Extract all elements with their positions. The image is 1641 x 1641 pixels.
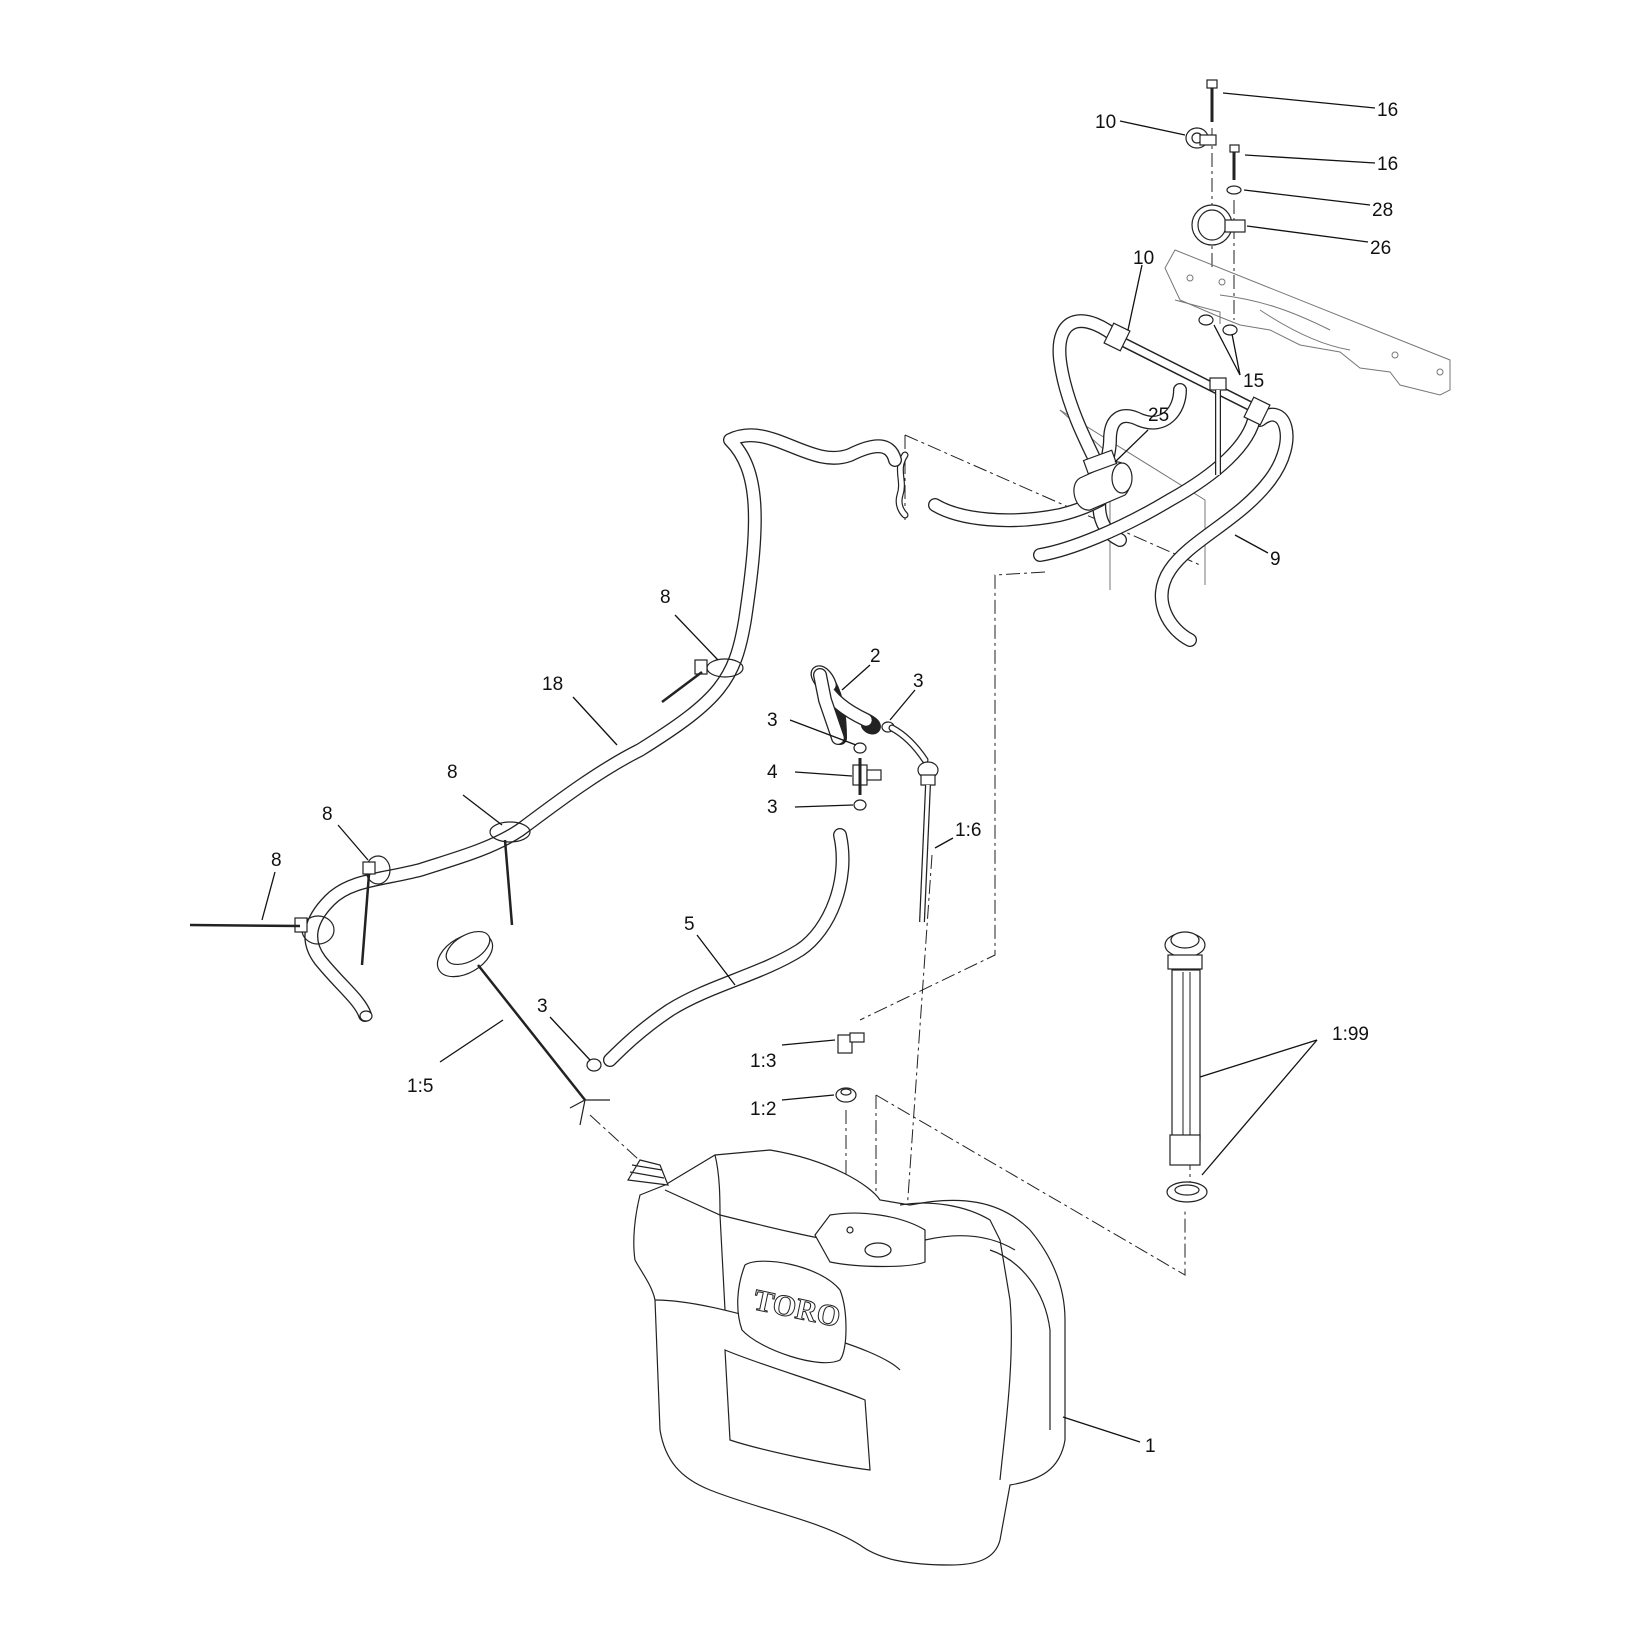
callout-3-bottom: 3 bbox=[537, 996, 548, 1017]
callout-2: 2 bbox=[870, 646, 881, 667]
leader-lines bbox=[261, 92, 1376, 1443]
assembly-dash-lines bbox=[589, 128, 1235, 1276]
fuel-tank-1: TORO bbox=[627, 1149, 1066, 1566]
short-hose-end bbox=[895, 451, 909, 519]
callout-18: 18 bbox=[542, 674, 563, 695]
cable-tie-8c bbox=[360, 855, 391, 966]
callout-8-far-left: 8 bbox=[271, 850, 282, 871]
fuel-filter-25 bbox=[1073, 449, 1133, 511]
callout-25: 25 bbox=[1148, 405, 1169, 426]
callout-5: 5 bbox=[684, 914, 695, 935]
callout-3-mid: 3 bbox=[767, 710, 778, 731]
callout-8-top: 8 bbox=[660, 587, 671, 608]
washer-28 bbox=[1226, 185, 1242, 195]
callout-26: 26 bbox=[1370, 238, 1391, 259]
cable-tie-8a bbox=[661, 658, 744, 703]
callout-1-99: 1:99 bbox=[1332, 1024, 1369, 1045]
cable-tie-8b bbox=[489, 821, 531, 926]
callout-3-lower: 3 bbox=[767, 797, 778, 818]
bolt-16-lower bbox=[1229, 144, 1240, 180]
callout-1-3: 1:3 bbox=[750, 1051, 776, 1072]
clamp-26 bbox=[1191, 204, 1246, 246]
callout-16-lower: 16 bbox=[1377, 154, 1398, 175]
callout-1-2: 1:2 bbox=[750, 1099, 776, 1120]
hose-18 bbox=[304, 428, 902, 1022]
grommet-12 bbox=[835, 1087, 857, 1103]
hose-5 bbox=[603, 828, 850, 1067]
callout-1: 1 bbox=[1145, 1436, 1156, 1457]
callout-8-left: 8 bbox=[322, 804, 333, 825]
callout-15: 15 bbox=[1243, 371, 1264, 392]
clamps-3-small bbox=[586, 721, 895, 1072]
callout-1-5: 1:5 bbox=[407, 1076, 433, 1097]
tee-fitting-4 bbox=[852, 758, 882, 795]
callout-9: 9 bbox=[1270, 549, 1281, 570]
fuel-line-rail bbox=[1103, 322, 1271, 475]
clamp-10-upper bbox=[1185, 127, 1217, 149]
callout-4: 4 bbox=[767, 762, 778, 783]
callout-10-upper: 10 bbox=[1095, 112, 1116, 133]
hose-2 bbox=[810, 665, 881, 745]
cable-tie-8d bbox=[189, 915, 335, 945]
callout-28: 28 bbox=[1372, 200, 1393, 221]
callout-1-6: 1:6 bbox=[955, 820, 981, 841]
nuts-15 bbox=[1198, 314, 1238, 336]
callout-10-lower: 10 bbox=[1133, 248, 1154, 269]
callout-8-mid: 8 bbox=[447, 762, 458, 783]
elbow-fitting-13 bbox=[837, 1032, 865, 1054]
callout-3-top: 3 bbox=[913, 671, 924, 692]
bolt-16-upper bbox=[1206, 79, 1218, 122]
fuel-cap-15 bbox=[436, 930, 610, 1126]
callouts: 16 10 16 28 26 10 15 25 9 8 18 2 3 3 4 3… bbox=[271, 100, 1398, 1457]
pickup-tube-16 bbox=[888, 724, 939, 923]
fuel-gauge-199 bbox=[1164, 931, 1208, 1203]
callout-16-upper: 16 bbox=[1377, 100, 1398, 121]
